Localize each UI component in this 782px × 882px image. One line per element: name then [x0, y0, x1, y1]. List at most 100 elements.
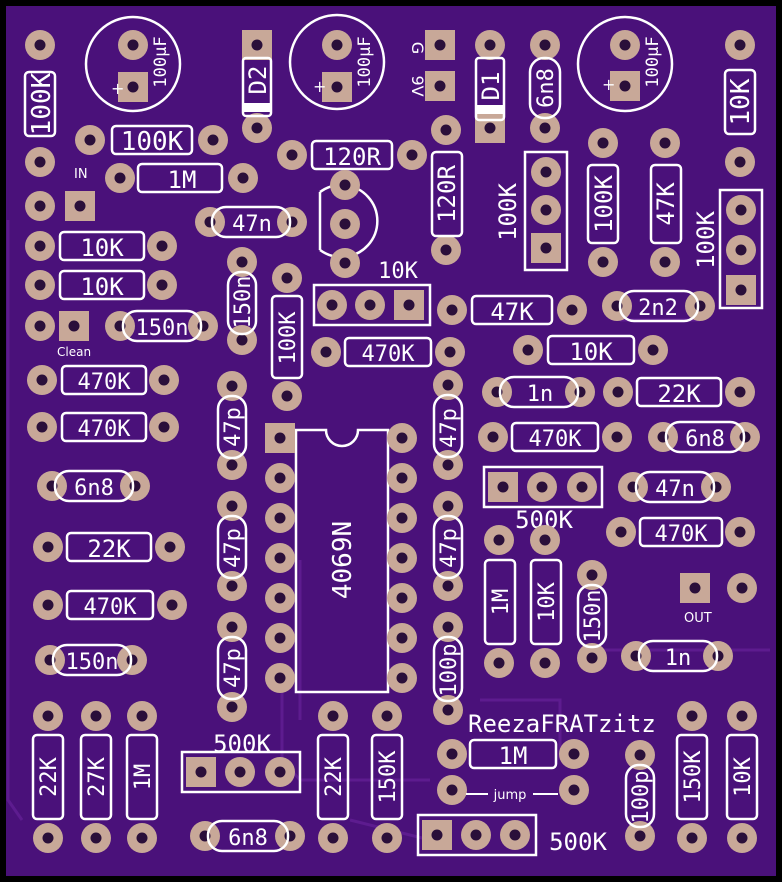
- resistor-100k-vertical-mid: 100K: [270, 263, 304, 411]
- trimpot-100k-right: 100K: [692, 188, 764, 310]
- capacitor-1n-bottom: 1n: [621, 639, 733, 673]
- svg-text:10K: 10K: [569, 338, 613, 366]
- resistor-120r-vertical: 120R: [430, 115, 464, 265]
- capacitor-47p-right-2: 47p: [432, 491, 464, 601]
- resistor-100k-vertical-right: 100K: [586, 128, 620, 277]
- capacitor-47n-right: 47n: [618, 470, 731, 504]
- capacitor-150n-vertical: 150n: [226, 247, 258, 355]
- svg-text:4069N: 4069N: [328, 521, 358, 599]
- diode-d2: D2: [241, 30, 273, 143]
- svg-text:470K: 470K: [84, 595, 138, 620]
- jumper: jump: [437, 775, 589, 805]
- resistor-470k-right-lower: 470K: [606, 516, 755, 548]
- resistor-10k-top-right: 10K: [723, 30, 757, 177]
- svg-text:10K: 10K: [726, 78, 756, 125]
- svg-text:47p: 47p: [221, 528, 246, 568]
- svg-text:IN: IN: [74, 167, 88, 182]
- svg-text:100µF: 100µF: [643, 36, 663, 87]
- svg-text:1M: 1M: [131, 764, 156, 791]
- svg-text:100K: 100K: [494, 183, 522, 241]
- resistor-120r-horizontal: 120R: [277, 139, 427, 171]
- svg-text:470K: 470K: [362, 342, 416, 367]
- svg-text:100p: 100p: [437, 644, 462, 697]
- resistor-47k-vertical: 47K: [649, 128, 683, 277]
- resistor-470k-left-1: 470K: [27, 364, 179, 396]
- svg-text:22K: 22K: [87, 535, 131, 563]
- svg-text:150n: 150n: [136, 316, 189, 341]
- resistor-470k-left-2: 470K: [27, 411, 179, 443]
- svg-text:6n8: 6n8: [534, 68, 559, 108]
- capacitor-47p-left-3: 47p: [216, 612, 248, 722]
- resistor-10k-vertical-mid: 10K: [529, 525, 563, 678]
- svg-text:100p: 100p: [629, 771, 654, 824]
- resistor-22k-bottom-mid: 22K: [316, 701, 350, 853]
- resistor-1m-bottom-horizontal: 1M: [437, 738, 589, 770]
- svg-text:10K: 10K: [80, 234, 124, 262]
- capacitor-150n-left: 150n: [35, 643, 147, 677]
- resistor-10k-left-2: 10K: [25, 269, 177, 301]
- svg-text:47n: 47n: [655, 477, 695, 502]
- out-connector: OUT: [680, 573, 757, 626]
- svg-text:6n8: 6n8: [228, 826, 268, 851]
- trimpot-500k-bottom-left: 500K: [180, 730, 302, 794]
- svg-text:G: G: [408, 42, 427, 54]
- svg-text:150n: 150n: [66, 650, 119, 675]
- resistor-470k-mid: 470K: [311, 336, 465, 368]
- capacitor-100uf-a: + 100µF: [84, 15, 182, 113]
- svg-text:470K: 470K: [529, 427, 583, 452]
- svg-text:6n8: 6n8: [685, 427, 725, 452]
- resistor-22k-left: 22K: [33, 531, 185, 563]
- svg-text:47K: 47K: [652, 182, 680, 226]
- resistor-10k-bottom-right: 10K: [725, 701, 759, 853]
- svg-text:150n: 150n: [581, 590, 606, 643]
- svg-text:500K: 500K: [213, 730, 271, 758]
- capacitor-47p-left-1: 47p: [216, 371, 248, 480]
- diode-d1: D1: [474, 30, 506, 143]
- svg-text:100µF: 100µF: [355, 36, 375, 87]
- svg-text:10K: 10K: [535, 581, 560, 621]
- svg-text:Clean: Clean: [57, 345, 91, 359]
- capacitor-47p-right-1: 47p: [432, 370, 464, 480]
- resistor-150k-bottom-right: 150K: [675, 701, 709, 853]
- svg-text:10K: 10K: [731, 756, 756, 796]
- svg-text:10K: 10K: [80, 273, 124, 301]
- svg-text:470K: 470K: [78, 370, 132, 395]
- capacitor-47n-left: 47n: [195, 205, 307, 239]
- capacitor-2n2: 2n2: [602, 289, 715, 323]
- clean-connector: Clean: [25, 311, 91, 359]
- svg-text:1M: 1M: [168, 166, 197, 194]
- resistor-10k-mid-right: 10K: [513, 334, 668, 366]
- svg-text:500K: 500K: [549, 828, 607, 856]
- trimpot-500k-bottom-right: 500K: [416, 813, 607, 857]
- svg-text:150n: 150n: [231, 276, 256, 329]
- svg-text:+: +: [111, 79, 124, 98]
- svg-text:27K: 27K: [85, 756, 110, 796]
- resistor-1m-horizontal: 1M: [105, 162, 258, 194]
- svg-text:47p: 47p: [221, 648, 246, 688]
- svg-text:D1: D1: [477, 72, 505, 101]
- svg-text:100K: 100K: [27, 72, 57, 135]
- capacitor-6n8-top: 6n8: [528, 30, 562, 143]
- svg-text:jump: jump: [493, 788, 527, 803]
- ic-4069n: 4069N: [265, 423, 417, 694]
- svg-text:100K: 100K: [692, 211, 720, 269]
- svg-text:+: +: [602, 75, 615, 94]
- svg-text:1M: 1M: [499, 742, 528, 770]
- resistor-22k-right: 22K: [603, 376, 755, 408]
- capacitor-150n-horizontal-left: 150n: [105, 309, 218, 343]
- svg-text:100K: 100K: [590, 175, 618, 233]
- svg-text:2n2: 2n2: [638, 296, 678, 321]
- svg-text:47p: 47p: [221, 407, 246, 447]
- capacitor-150n-vertical-right: 150n: [576, 560, 608, 673]
- svg-text:+: +: [313, 77, 326, 96]
- in-connector: IN: [25, 167, 95, 221]
- svg-text:47n: 47n: [232, 212, 272, 237]
- svg-text:9V: 9V: [408, 75, 427, 96]
- svg-text:D2: D2: [244, 66, 272, 95]
- svg-text:100K: 100K: [276, 311, 301, 365]
- svg-text:100µF: 100µF: [151, 36, 171, 87]
- trimpot-100k-mid: 100K: [494, 150, 569, 272]
- svg-text:120R: 120R: [323, 143, 381, 171]
- svg-text:470K: 470K: [655, 522, 709, 547]
